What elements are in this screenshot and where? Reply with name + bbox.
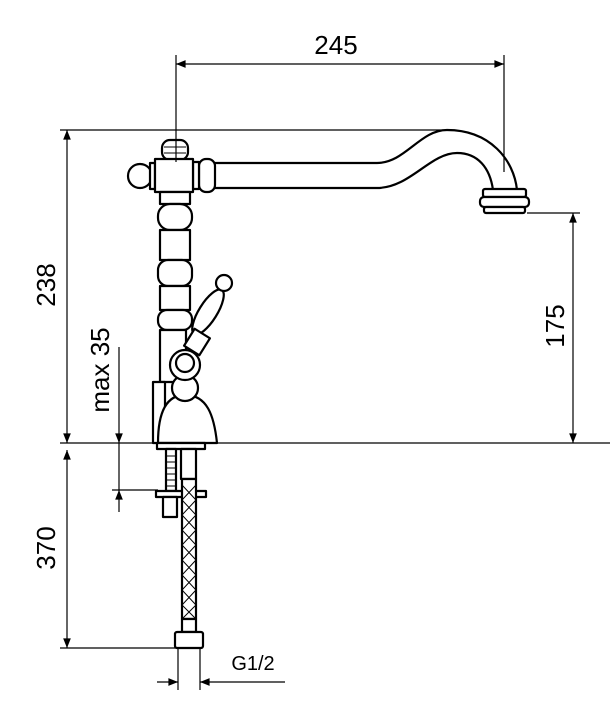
valve-cap [174, 352, 196, 374]
dimension-spout-height: 175 [527, 212, 580, 443]
label-370: 370 [31, 526, 61, 569]
aerator-ring [481, 187, 528, 199]
label-245: 245 [314, 30, 357, 60]
threaded-rod [164, 447, 178, 493]
hose-fitting-bottom [180, 617, 198, 634]
base [156, 393, 219, 445]
mounting-parts [154, 441, 208, 650]
aerator [478, 195, 531, 209]
lever-handle[interactable] [182, 273, 234, 357]
hose-fitting-top [179, 447, 198, 481]
spout-collar [197, 157, 217, 194]
label-g1-2: G1/2 [231, 653, 274, 675]
label-238: 238 [31, 263, 61, 306]
dimension-hose-length: 370 [31, 450, 176, 649]
side-knob [126, 162, 154, 190]
dimension-max-deck: max 35 [85, 327, 158, 512]
spout [211, 128, 519, 192]
hose-nut [173, 630, 205, 650]
label-max-35: max 35 [85, 327, 115, 412]
faucet [126, 128, 531, 445]
fixing-nut [161, 495, 179, 519]
top-knob [160, 138, 190, 162]
dimension-total-height: 238 [31, 129, 610, 444]
aerator-tip [482, 205, 527, 215]
dimension-connection: G1/2 [157, 648, 285, 690]
head-block [153, 157, 195, 194]
label-175: 175 [540, 304, 570, 347]
dimension-spout-reach: 245 [175, 30, 505, 172]
